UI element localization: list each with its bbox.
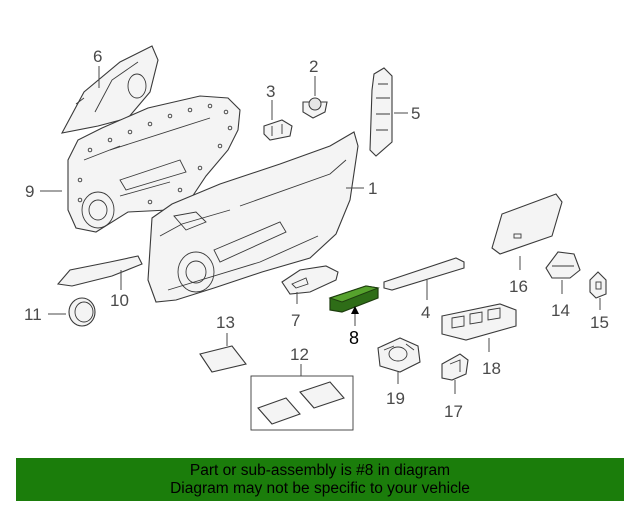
callout-16: 16 [509,277,528,296]
part-2-clip[interactable] [302,97,328,119]
part-1-door-trim-panel[interactable] [147,131,359,303]
part-7-switch-bezel[interactable] [281,265,339,295]
callout-12: 12 [290,345,309,364]
info-banner: Part or sub-assembly is #8 in diagram Di… [16,458,624,501]
part-19-handle-bracket[interactable] [377,337,421,373]
callout-18: 18 [482,359,501,378]
part-5-trim[interactable] [369,67,393,157]
callout-11: 11 [24,305,42,324]
part-10-trim-strip[interactable] [56,255,143,287]
part-9-door-panel-carrier[interactable] [67,95,241,233]
callout-1: 1 [368,179,377,198]
part-13-pad[interactable] [199,345,247,373]
callout-17: 17 [444,402,463,421]
callout-6: 6 [93,47,102,66]
part-18-switch-assembly[interactable] [441,303,517,341]
part-15-switch[interactable] [589,271,607,299]
callout-8: 8 [349,328,359,348]
part-3-bracket[interactable] [263,119,293,141]
part-4-armrest-strip[interactable] [383,257,465,291]
banner-line-1: Part or sub-assembly is #8 in diagram [189,461,451,479]
callout-14: 14 [551,301,570,320]
part-8-highlighted[interactable] [328,285,380,313]
parts-diagram: 6 2 3 5 9 [24,45,609,431]
part-6-tweeter-cover[interactable] [60,45,159,134]
callout-9: 9 [25,182,34,201]
part-17-bracket[interactable] [441,353,469,381]
callout-3: 3 [266,82,275,101]
part-16-panel-insert[interactable] [491,193,563,255]
banner-line-2: Diagram may not be specific to your vehi… [170,479,470,497]
callout-5: 5 [411,104,420,123]
callout-15: 15 [590,313,609,332]
callout-7: 7 [291,311,300,330]
part-11-speaker-cap[interactable] [68,297,96,327]
callout-13: 13 [216,313,235,332]
callout-19: 19 [386,389,405,408]
callout-4: 4 [421,303,430,322]
callout-10: 10 [110,291,129,310]
part-14-clip[interactable] [545,251,581,279]
callout-2: 2 [309,57,318,76]
part-12-kit[interactable] [250,375,354,431]
arrow-8 [351,306,359,314]
